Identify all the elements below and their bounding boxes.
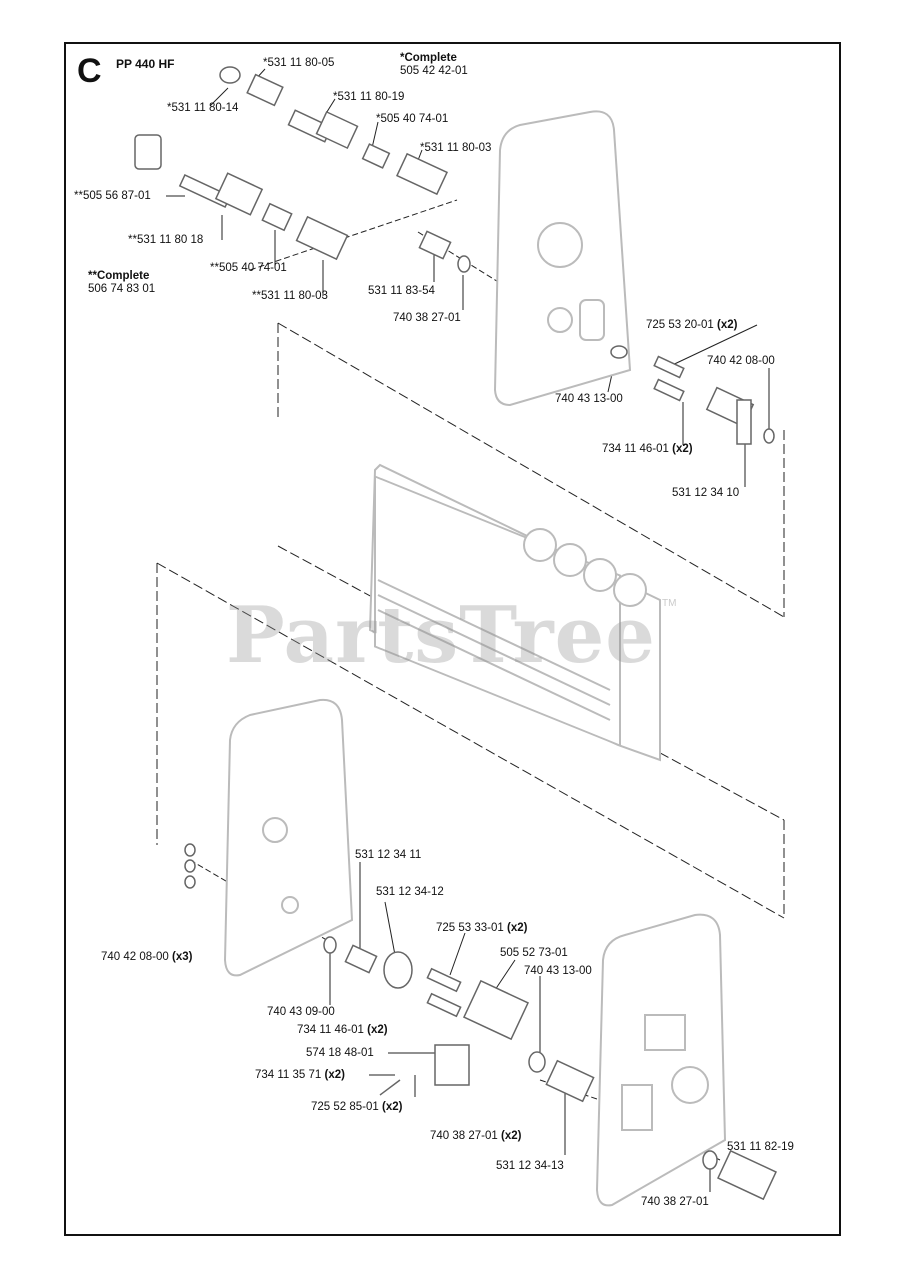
part-label[interactable]: 531 12 34-12 [376,886,444,899]
part-number: 531 12 34-12 [376,886,444,898]
part-label[interactable]: 531 11 82-19 [727,1141,794,1154]
part-label[interactable]: 740 38 27-01 [641,1196,709,1209]
part-number: 574 18 48-01 [306,1047,374,1059]
part-label[interactable]: 740 43 09-00 [267,1006,335,1019]
part-qty: (x2) [717,319,738,331]
left-plate [223,698,354,977]
part-label[interactable]: 740 38 27-01 (x2) [430,1130,521,1143]
part-qty: (x2) [507,922,528,934]
part-label[interactable]: 531 12 34-13 [496,1160,564,1173]
right-plate [595,913,727,1207]
part-qty: (x2) [382,1101,403,1113]
part-label[interactable]: *531 11 80-19 [333,91,404,104]
part-label[interactable]: *531 11 80-05 [263,57,334,70]
part-label[interactable]: **505 56 87-01 [74,190,151,203]
part-label[interactable]: 531 12 34 11 [355,849,421,862]
part-qty: (x2) [501,1130,522,1142]
part-number: **505 40 74-01 [210,262,287,274]
complete-double-note: **Complete 506 74 83 01 [88,270,155,296]
part-label[interactable]: **531 11 80 18 [128,234,203,247]
part-number: 531 12 34 10 [672,487,740,499]
part-number: *505 40 74-01 [376,113,449,125]
part-number: 734 11 35 71 [255,1069,322,1081]
part-number: 531 12 34 11 [355,849,422,861]
part-number: 734 11 46-01 [602,443,669,455]
part-number: 740 38 27-01 [393,312,461,324]
part-number: 505 52 73-01 [500,947,568,959]
complete-single-note: *Complete 505 42 42-01 [400,52,468,78]
section-letter: C [77,52,102,90]
part-number: 740 43 13-00 [524,965,592,977]
part-number: 740 43 09-00 [267,1006,335,1018]
top-plate [493,110,632,407]
part-number: *531 11 80-19 [333,91,405,103]
part-number: 740 38 27-01 [641,1196,709,1208]
part-label[interactable]: 734 11 46-01 (x2) [297,1024,388,1037]
part-number: 725 53 33-01 [436,922,504,934]
part-number: *531 11 80-03 [420,142,492,154]
part-qty: (x2) [672,443,693,455]
complete-double-number: 506 74 83 01 [88,283,156,295]
part-label[interactable]: **505 40 74-01 [210,262,287,275]
part-label[interactable]: 740 43 13-00 [555,393,623,406]
part-qty: (x3) [172,951,193,963]
model-title: PP 440 HF [116,57,175,71]
part-label[interactable]: *531 11 80-14 [167,102,238,115]
part-label[interactable]: 725 52 85-01 (x2) [311,1101,402,1114]
part-label[interactable]: 740 42 08-00 (x3) [101,951,192,964]
part-number: 531 11 82-19 [727,1141,794,1153]
part-number: **505 56 87-01 [74,190,151,202]
part-number: 740 43 13-00 [555,393,623,405]
part-label[interactable]: **531 11 80-03 [252,290,328,303]
part-number: 531 12 34-13 [496,1160,564,1172]
diagram-frame [64,42,841,1236]
part-label[interactable]: *505 40 74-01 [376,113,448,126]
part-number: *531 11 80-05 [263,57,335,69]
part-number: **531 11 80 18 [128,234,204,246]
part-label[interactable]: 740 38 27-01 [393,312,461,325]
part-label[interactable]: 531 11 83-54 [368,285,435,298]
watermark: PartsTree [226,590,656,681]
part-label[interactable]: 725 53 33-01 (x2) [436,922,527,935]
part-label[interactable]: 740 43 13-00 [524,965,592,978]
part-label[interactable]: 734 11 46-01 (x2) [602,443,693,456]
part-label[interactable]: 734 11 35 71 (x2) [255,1069,345,1082]
part-number: *531 11 80-14 [167,102,239,114]
complete-double-title: **Complete [88,270,150,282]
part-number: 531 11 83-54 [368,285,435,297]
part-number: 740 42 08-00 [707,355,775,367]
fittings [134,66,777,1201]
engine-block [368,463,661,762]
part-number: 734 11 46-01 [297,1024,364,1036]
part-number: 725 53 20-01 [646,319,714,331]
part-number: 740 42 08-00 [101,951,169,963]
part-number: 725 52 85-01 [311,1101,379,1113]
complete-single-number: 505 42 42-01 [400,65,468,77]
part-label[interactable]: 505 52 73-01 [500,947,568,960]
part-qty: (x2) [324,1069,345,1081]
part-label[interactable]: 740 42 08-00 [707,355,775,368]
part-label[interactable]: *531 11 80-03 [420,142,491,155]
part-label[interactable]: 725 53 20-01 (x2) [646,319,737,332]
part-label[interactable]: 531 12 34 10 [672,487,739,500]
watermark-trademark: TM [662,598,677,609]
part-number: **531 11 80-03 [252,290,328,302]
part-number: 740 38 27-01 [430,1130,498,1142]
part-qty: (x2) [367,1024,388,1036]
complete-single-title: *Complete [400,52,457,64]
part-label[interactable]: 574 18 48-01 [306,1047,374,1060]
